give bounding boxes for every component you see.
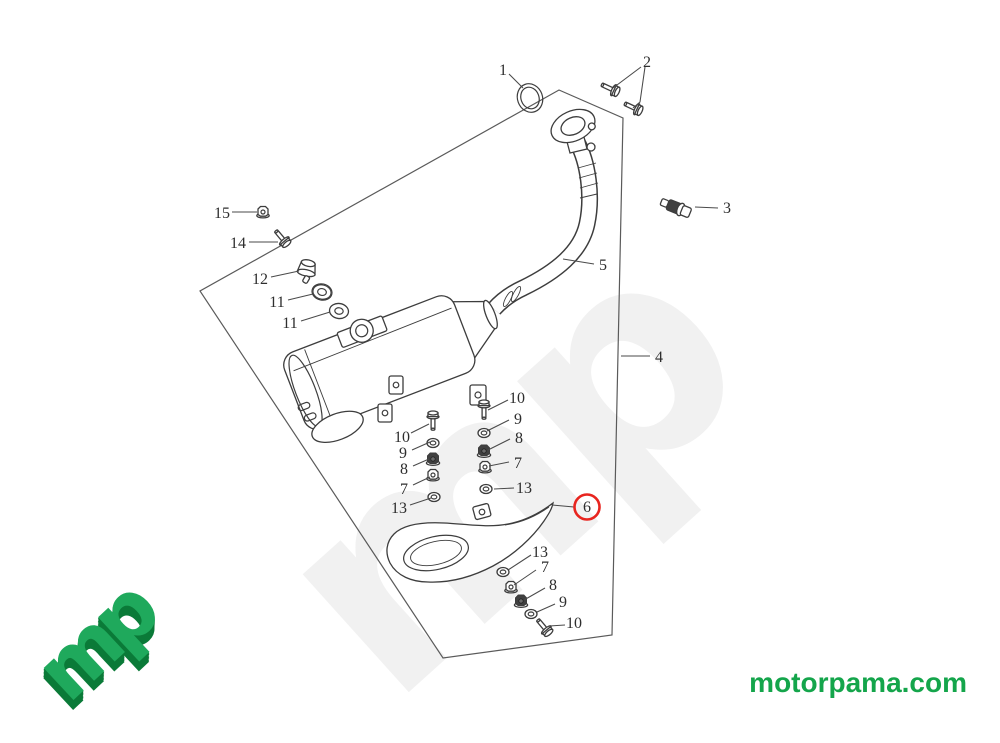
callout-label-15: 15 xyxy=(214,205,230,222)
callout-label-11b: 11 xyxy=(282,315,297,332)
diagram-boundary-outline xyxy=(199,89,624,659)
callout-label-7-right: 7 xyxy=(514,455,522,472)
part-3-oxygen-sensor xyxy=(659,198,692,218)
callout-label-3: 3 xyxy=(723,200,731,217)
callout-label-13-bottom: 13 xyxy=(532,544,548,561)
part-1-gasket-ring xyxy=(516,83,544,113)
callout-label-9-left: 9 xyxy=(399,445,407,462)
callout-label-14: 14 xyxy=(230,235,246,252)
callout-label-1: 1 xyxy=(499,62,507,79)
highlight-circle-part-6 xyxy=(573,493,601,521)
callout-label-7-left: 7 xyxy=(400,481,408,498)
callout-label-7-bottom: 7 xyxy=(541,559,549,576)
callout-label-10-bottom: 10 xyxy=(566,615,582,632)
hanger-lug xyxy=(349,318,374,343)
callout-label-9-right: 9 xyxy=(514,411,522,428)
callout-label-11a: 11 xyxy=(269,294,284,311)
muffler-body xyxy=(283,295,498,443)
callout-label-13-right: 13 xyxy=(516,480,532,497)
exploded-diagram: mp xyxy=(199,54,796,714)
callout-label-6-highlighted: 6 xyxy=(583,499,591,516)
callout-label-5: 5 xyxy=(599,257,607,274)
callout-label-10-right: 10 xyxy=(509,390,525,407)
part-6-heat-shield xyxy=(386,501,554,583)
part-5-exhaust-pipe xyxy=(487,108,599,315)
callout-label-12: 12 xyxy=(252,271,268,288)
callout-label-8-left: 8 xyxy=(400,461,408,478)
callout-labels: 1 2 3 5 4 15 14 12 11 11 10 9 8 7 13 10 … xyxy=(214,54,731,632)
callout-label-8-bottom: 8 xyxy=(549,577,557,594)
callout-label-9-bottom: 9 xyxy=(559,594,567,611)
leader-lines xyxy=(232,66,719,627)
callout-label-10-left: 10 xyxy=(394,429,410,446)
callout-label-8-right: 8 xyxy=(515,430,523,447)
flange-bolt-hole xyxy=(586,142,596,152)
callout-label-13-left: 13 xyxy=(391,500,407,517)
callout-label-2: 2 xyxy=(643,54,651,71)
callout-label-4: 4 xyxy=(655,349,663,366)
shield-bracket-tab xyxy=(472,502,492,521)
website-link[interactable]: motorpama.com xyxy=(749,667,967,698)
part-2-flange-bolts xyxy=(598,78,646,118)
parts-diagram-stage: mp xyxy=(18,54,967,718)
